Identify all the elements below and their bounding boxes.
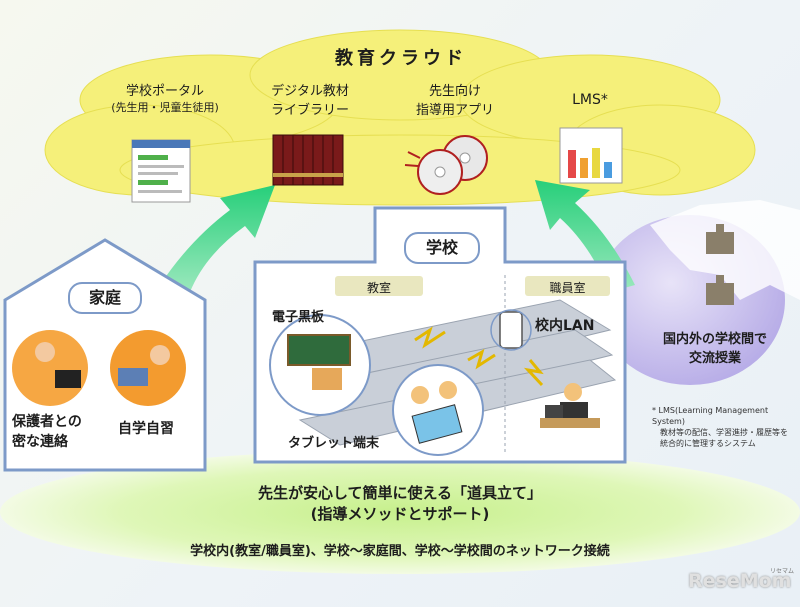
footnote-line2: 教材等の配信、学習進捗・履歴等を	[660, 428, 788, 437]
tools-subheadline: (指導メソッドとサポート)	[310, 505, 490, 523]
teacher-app-line2: 指導用アプリ	[415, 103, 494, 118]
teacher-app-label: 先生向け 指導用アプリ	[400, 80, 510, 118]
books-icon	[272, 134, 344, 186]
digital-library-line2: ライブラリー	[270, 103, 349, 118]
tools-headline: 先生が安心して簡単に使える「道具立て」	[257, 484, 543, 502]
child-head	[150, 345, 170, 365]
digital-library-line1: デジタル教材	[271, 84, 349, 99]
school-title: 学校	[404, 232, 480, 264]
staffroom-tab: 職員室	[549, 281, 586, 295]
international-label: 国内外の学校間で 交流授業	[635, 330, 795, 368]
digital-library-label: デジタル教材 ライブラリー	[255, 80, 365, 118]
classroom-tab-bg	[335, 276, 423, 296]
network-description: 学校内(教室/職員室)、学校～家庭間、学校～学校間のネットワーク接続	[190, 544, 610, 559]
parent-contact-line2: 密な連絡	[12, 434, 68, 450]
blackboard-label: 電子黒板	[272, 310, 325, 325]
cloud-title-box	[318, 40, 484, 70]
tablet-icon	[411, 404, 463, 444]
teacher-app-line1: 先生向け	[428, 84, 481, 99]
footnote-line1: * LMS(Learning Management System)	[652, 406, 769, 426]
arrow-home-to-cloud	[160, 185, 275, 292]
staff-head	[564, 383, 582, 401]
tablet-label: タブレット端末	[288, 436, 380, 451]
router-circle	[490, 309, 532, 351]
student-head	[439, 381, 457, 399]
footnote-line3: 統合的に管理するシステム	[660, 439, 756, 448]
portal-label: 学校ポータル (先生用・児童生徒用)	[100, 80, 230, 115]
disc-icon	[404, 135, 488, 195]
parent-contact-line1: 保護者との	[12, 414, 82, 430]
teacher-figure	[312, 368, 342, 390]
router-icon	[499, 311, 523, 349]
student-head	[411, 386, 429, 404]
portal-label-line1: 学校ポータル	[125, 84, 204, 99]
portal-icon	[131, 139, 191, 203]
home-house	[3, 238, 207, 472]
cloud-title: 教育クラウド	[335, 48, 467, 69]
home-title: 家庭	[68, 282, 142, 314]
resemom-logo: ReseMom リセマム	[688, 568, 798, 600]
classroom-tab: 教室	[366, 281, 391, 295]
lms-chart-icon	[559, 127, 623, 184]
logo-subtext: リセマム	[769, 568, 794, 575]
lan-label: 校内LAN	[535, 318, 595, 334]
staffroom-tab-bg	[525, 276, 610, 296]
self-study-label: 自学自習	[118, 421, 174, 437]
pc-icon	[55, 370, 81, 388]
international-line1: 国内外の学校間で	[662, 332, 767, 347]
wireless-signal-icon	[523, 359, 544, 387]
school-building-icon	[706, 275, 734, 305]
school-building-icon	[706, 224, 734, 254]
study-pc-icon	[118, 368, 148, 386]
portal-label-line2: (先生用・児童生徒用)	[111, 101, 219, 114]
footnote: * LMS(Learning Management System) 教材等の配信…	[652, 405, 798, 449]
blackboard-icon	[287, 334, 351, 366]
network-ellipse	[0, 450, 800, 574]
logo-text: ReseMom	[688, 570, 792, 592]
laptop-icon	[545, 405, 563, 418]
parent-circle	[12, 330, 88, 406]
international-line2: 交流授業	[688, 351, 741, 366]
wireless-signal-icon	[414, 326, 446, 349]
lms-label: LMS*	[572, 92, 608, 108]
parent-head	[35, 342, 55, 362]
parent-contact-label: 保護者との 密な連絡	[12, 412, 102, 452]
wireless-signal-icon	[467, 348, 496, 370]
staff-desk	[540, 418, 600, 428]
